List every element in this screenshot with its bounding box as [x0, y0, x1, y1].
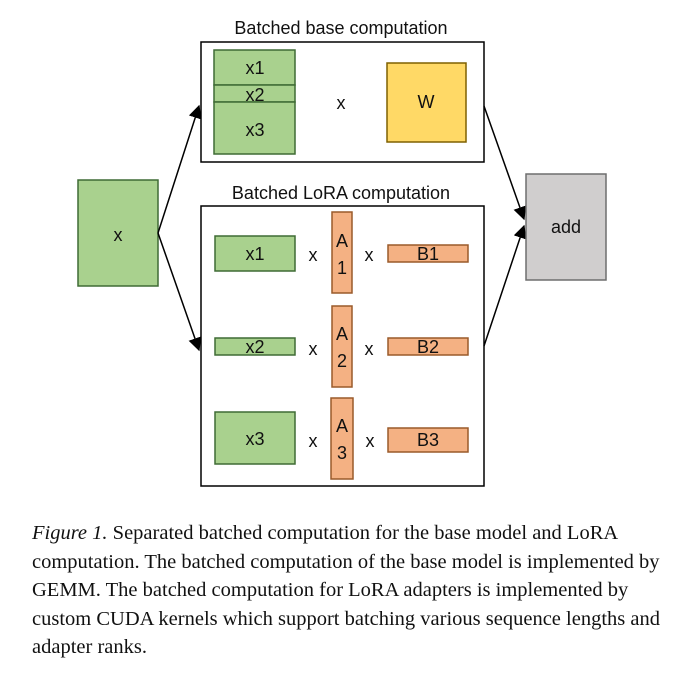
figure-caption-text: Separated batched computation for the ba…	[32, 522, 660, 658]
lora-row3-mult2: x	[366, 431, 375, 451]
lora-row1-mult2: x	[365, 245, 374, 265]
lora-a2-box	[331, 305, 353, 388]
lora-x3-box	[214, 411, 296, 465]
lora-x3-label: x3	[245, 429, 264, 449]
lora-a2-index: 2	[337, 351, 347, 371]
figure-caption-label: Figure 1.	[32, 522, 108, 544]
lora-a3-box	[330, 397, 354, 480]
add-label: add	[551, 217, 581, 237]
lora-x2-label: x2	[245, 337, 264, 357]
lora-a1-letter: A	[336, 231, 348, 251]
figure-caption: Figure 1. Separated batched computation …	[32, 519, 662, 662]
lora-a1-index: 1	[337, 258, 347, 278]
lora-a2-letter: A	[336, 324, 348, 344]
lora-row2-mult2: x	[365, 339, 374, 359]
lora-b3-label: B3	[417, 430, 439, 450]
lora-row1-mult1: x	[309, 245, 318, 265]
arrow-x-to-base	[157, 104, 202, 234]
base-title: Batched base computation	[234, 18, 447, 38]
base-w-label: W	[418, 92, 435, 112]
lora-batching-diagram: x Batched base computation x1 x2 x3 x W …	[77, 18, 607, 487]
lora-a3-index: 3	[337, 443, 347, 463]
lora-row2-mult1: x	[309, 339, 318, 359]
lora-b1-box	[387, 244, 469, 263]
lora-b3-box	[387, 427, 469, 453]
arrow-x-to-lora	[157, 232, 202, 352]
lora-x2-box	[214, 337, 296, 356]
base-x2-label: x2	[245, 85, 264, 105]
lora-b2-box	[387, 337, 469, 356]
lora-b1-label: B1	[417, 244, 439, 264]
add-box	[525, 173, 607, 281]
arrow-lora-to-add	[483, 224, 527, 347]
lora-x1-box	[214, 235, 296, 272]
base-x3-label: x3	[245, 120, 264, 140]
lora-b2-label: B2	[417, 337, 439, 357]
input-x-label: x	[114, 225, 123, 245]
lora-a1-box	[331, 211, 353, 294]
base-mult-sign: x	[337, 93, 346, 113]
lora-a3-letter: A	[336, 416, 348, 436]
base-w-box	[386, 62, 467, 143]
lora-row3-mult1: x	[309, 431, 318, 451]
input-x-box	[77, 179, 159, 287]
base-x3-box	[213, 101, 296, 155]
lora-x1-label: x1	[245, 244, 264, 264]
base-x1-label: x1	[245, 58, 264, 78]
arrow-base-to-add	[483, 105, 527, 221]
lora-title: Batched LoRA computation	[232, 183, 450, 203]
